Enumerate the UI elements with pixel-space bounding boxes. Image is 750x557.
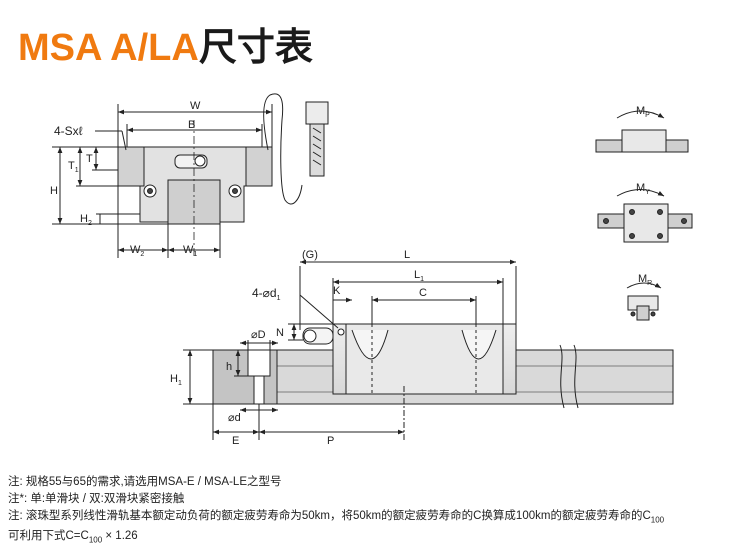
label-W2-main: W (130, 244, 141, 256)
moment-mp-icon (595, 110, 689, 153)
note-3-sub: 100 (650, 515, 665, 525)
label-MY-main: M (636, 182, 645, 194)
label-W1-main: W (183, 244, 194, 256)
label-MY: MY (636, 182, 650, 196)
label-d: ⌀d (228, 412, 241, 424)
moment-my-icon (597, 189, 693, 243)
label-holes: 4-⌀d1 (252, 286, 281, 302)
page-title: MSA A/LA尺寸表 (18, 16, 313, 71)
label-C: C (419, 287, 427, 299)
label-T: T (86, 153, 93, 165)
side-view (183, 259, 674, 440)
label-T1-sub: 1 (75, 167, 79, 174)
label-MR-sub: R (647, 280, 652, 287)
notes: 注: 规格55与65的需求,请选用MSA-E / MSA-LE之型号 注*: 单… (8, 474, 664, 549)
dimension-drawing: W B 4-Sxℓ H T1 T H2 W2 W1 (50, 93, 693, 447)
front-view (52, 104, 273, 258)
label-H1: H1 (170, 373, 182, 387)
note-3: 注: 滚珠型系列线性滑轨基本额定动负荷的额定疲劳寿命为50km，将50km的额定… (8, 508, 664, 528)
label-MP-main: M (636, 105, 645, 117)
label-H2-sub: 2 (88, 220, 92, 227)
label-screw: 4-Sxℓ (54, 124, 83, 138)
note-4: 可利用下式C=C100 × 1.26 (8, 528, 664, 548)
label-MY-sub: Y (645, 189, 650, 196)
label-MR: MR (638, 273, 652, 287)
label-H1-main: H (170, 373, 178, 385)
note-3-text: 注: 滚珠型系列线性滑轨基本额定动负荷的额定疲劳寿命为50km，将50km的额定… (8, 510, 651, 522)
label-W: W (190, 100, 201, 112)
label-L: L (404, 249, 410, 261)
label-L1-sub: 1 (420, 276, 424, 283)
label-MR-main: M (638, 273, 647, 285)
label-T1-main: T (68, 160, 75, 172)
label-H1-sub: 1 (178, 380, 182, 387)
label-W1: W1 (183, 244, 197, 258)
label-L1: L1 (414, 269, 424, 283)
label-holes-main: 4-⌀d (252, 286, 277, 300)
label-E: E (232, 435, 239, 447)
label-W2: W2 (130, 244, 144, 258)
label-K: K (333, 285, 341, 297)
label-B: B (188, 119, 195, 131)
label-MP-sub: P (645, 112, 650, 119)
note-4-text-b: × 1.26 (102, 530, 138, 543)
label-N: N (276, 327, 284, 339)
title-model: MSA A/LA (18, 27, 199, 69)
label-holes-sub: 1 (277, 295, 281, 302)
label-W2-sub: 2 (140, 251, 144, 258)
note-1: 注: 规格55与65的需求,请选用MSA-E / MSA-LE之型号 (8, 476, 282, 488)
note-4-text-a: 可利用下式C=C (8, 530, 89, 543)
note-2: 注*: 单:单滑块 / 双:双滑块紧密接触 (8, 493, 185, 505)
bolt-detail (263, 93, 329, 205)
label-H2: H2 (80, 213, 92, 227)
label-L1-main: L (414, 269, 420, 281)
label-H2-main: H (80, 213, 88, 225)
label-h: h (226, 361, 232, 373)
label-H: H (50, 185, 58, 197)
label-T1: T1 (68, 160, 79, 174)
label-D: ⌀D (251, 329, 266, 341)
label-G: (G) (302, 249, 318, 261)
label-P: P (327, 435, 334, 447)
moment-mr-icon (626, 282, 662, 321)
label-W1-sub: 1 (193, 251, 197, 258)
label-MP: MP (636, 105, 650, 119)
title-suffix: 尺寸表 (198, 27, 313, 69)
note-4-sub: 100 (88, 535, 103, 545)
